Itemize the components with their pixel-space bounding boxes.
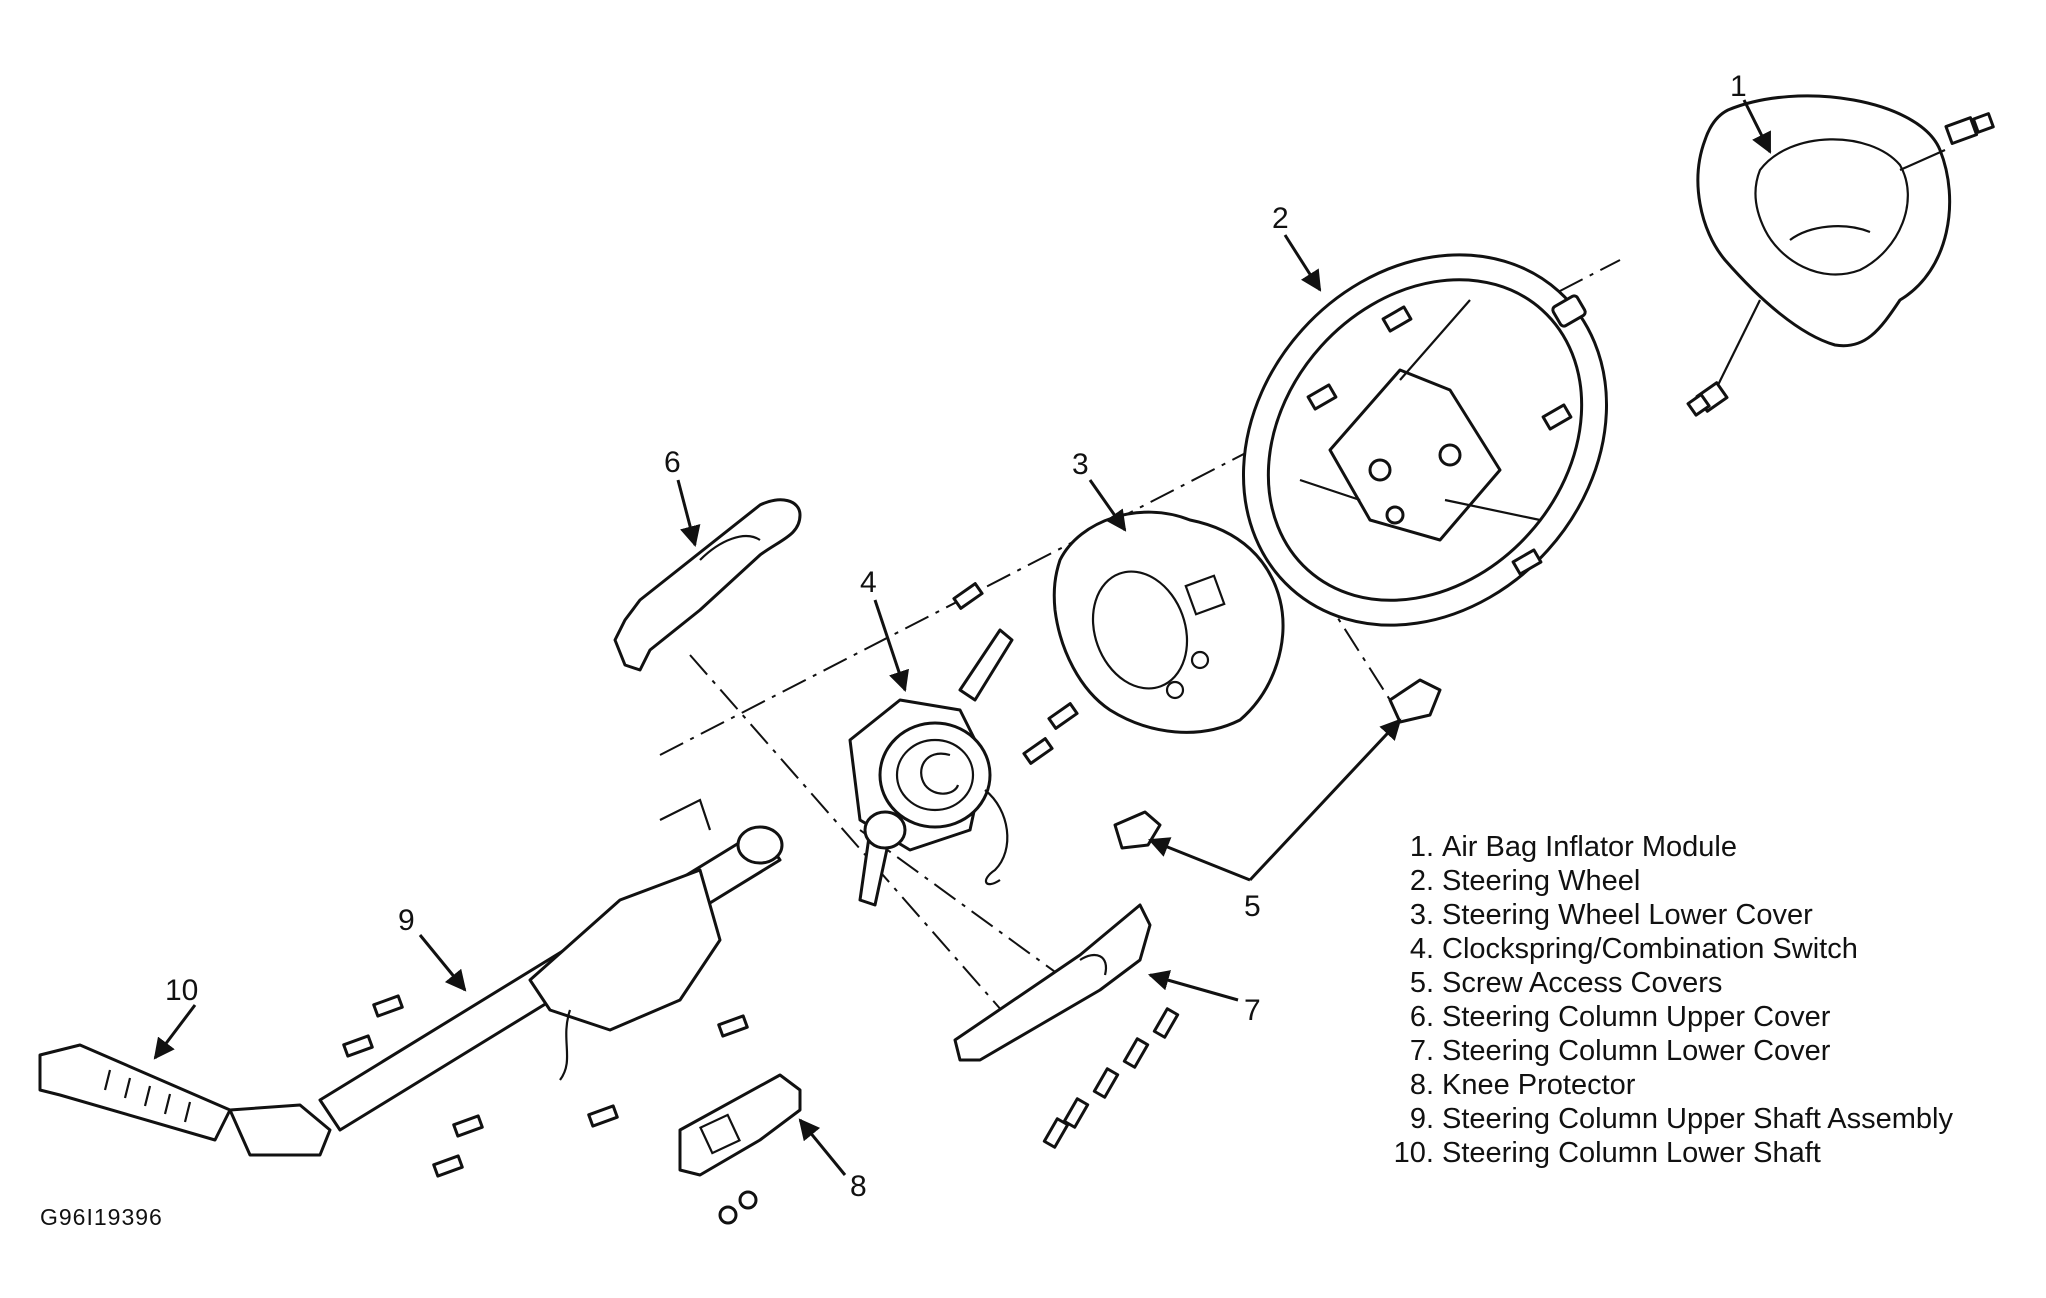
legend-label: Screw Access Covers <box>1442 967 1723 999</box>
steering-wheel <box>1241 253 1609 627</box>
legend-number: 2. <box>1409 865 1434 897</box>
steering-column-upper-cover <box>613 498 802 672</box>
legend-item: 7.Steering Column Lower Cover <box>1378 1034 1953 1068</box>
legend-item: 10.Steering Column Lower Shaft <box>1378 1136 1953 1170</box>
callout-3: 3 <box>1072 448 1089 481</box>
steering-wheel-bolts <box>1306 294 1587 576</box>
legend-label: Air Bag Inflator Module <box>1442 831 1737 863</box>
legend-number: 10. <box>1393 1137 1434 1169</box>
legend-label: Steering Wheel <box>1442 865 1641 897</box>
legend-item: 3.Steering Wheel Lower Cover <box>1378 898 1953 932</box>
legend-number: 1. <box>1409 831 1434 863</box>
legend-label: Steering Wheel Lower Cover <box>1442 899 1813 931</box>
legend-number: 4. <box>1409 933 1434 965</box>
parts-legend: 1.Air Bag Inflator Module 2.Steering Whe… <box>1378 830 1953 1170</box>
combination-switch-screws <box>952 582 1079 765</box>
callout-6: 6 <box>664 446 681 479</box>
callout-numbers: 1 2 3 4 5 6 7 8 9 10 <box>165 70 1747 1203</box>
legend-label: Steering Column Lower Shaft <box>1442 1137 1821 1169</box>
steering-column-lower-shaft <box>38 1043 332 1157</box>
callout-4: 4 <box>860 566 877 599</box>
legend-number: 8. <box>1409 1069 1434 1101</box>
legend-item: 9.Steering Column Upper Shaft Assembly <box>1378 1102 1953 1136</box>
callout-1: 1 <box>1730 70 1747 103</box>
callout-7: 7 <box>1244 994 1261 1027</box>
legend-label: Steering Column Lower Cover <box>1442 1035 1831 1067</box>
knee-protector <box>678 1073 802 1225</box>
figure-code: G96I19396 <box>40 1204 163 1230</box>
legend-label: Clockspring/Combination Switch <box>1442 933 1858 965</box>
legend-item: 4.Clockspring/Combination Switch <box>1378 932 1953 966</box>
steering-column-upper-shaft-assembly <box>318 798 784 1132</box>
callout-5: 5 <box>1244 890 1261 923</box>
legend-item: 6.Steering Column Upper Cover <box>1378 1000 1953 1034</box>
legend-label: Steering Column Upper Shaft Assembly <box>1442 1103 1953 1135</box>
legend-number: 7. <box>1409 1035 1434 1067</box>
legend-item: 2.Steering Wheel <box>1378 864 1953 898</box>
legend-item: 8.Knee Protector <box>1378 1068 1953 1102</box>
legend-number: 9. <box>1409 1103 1434 1135</box>
air-bag-module-bolts <box>1686 112 1995 417</box>
air-bag-inflator-module <box>1696 94 1952 348</box>
clockspring-combination-switch <box>848 628 1014 907</box>
callout-10: 10 <box>165 974 198 1007</box>
legend-number: 6. <box>1409 1001 1434 1033</box>
screw-access-covers <box>1113 678 1442 850</box>
legend-label: Steering Column Upper Cover <box>1442 1001 1831 1033</box>
legend-item: 5.Screw Access Covers <box>1378 966 1953 1000</box>
legend-number: 5. <box>1409 967 1434 999</box>
steering-column-lower-cover <box>953 903 1152 1062</box>
callout-leader-arrows <box>153 99 1772 1176</box>
legend-item: 1.Air Bag Inflator Module <box>1378 830 1953 864</box>
legend-number: 3. <box>1409 899 1434 931</box>
lower-cover-screws <box>1042 1007 1180 1149</box>
upper-shaft-bolts <box>342 994 749 1178</box>
legend-label: Knee Protector <box>1442 1069 1636 1101</box>
callout-2: 2 <box>1272 202 1289 235</box>
callout-9: 9 <box>398 904 415 937</box>
callout-8: 8 <box>850 1170 867 1203</box>
steering-wheel-lower-cover <box>1052 510 1285 734</box>
